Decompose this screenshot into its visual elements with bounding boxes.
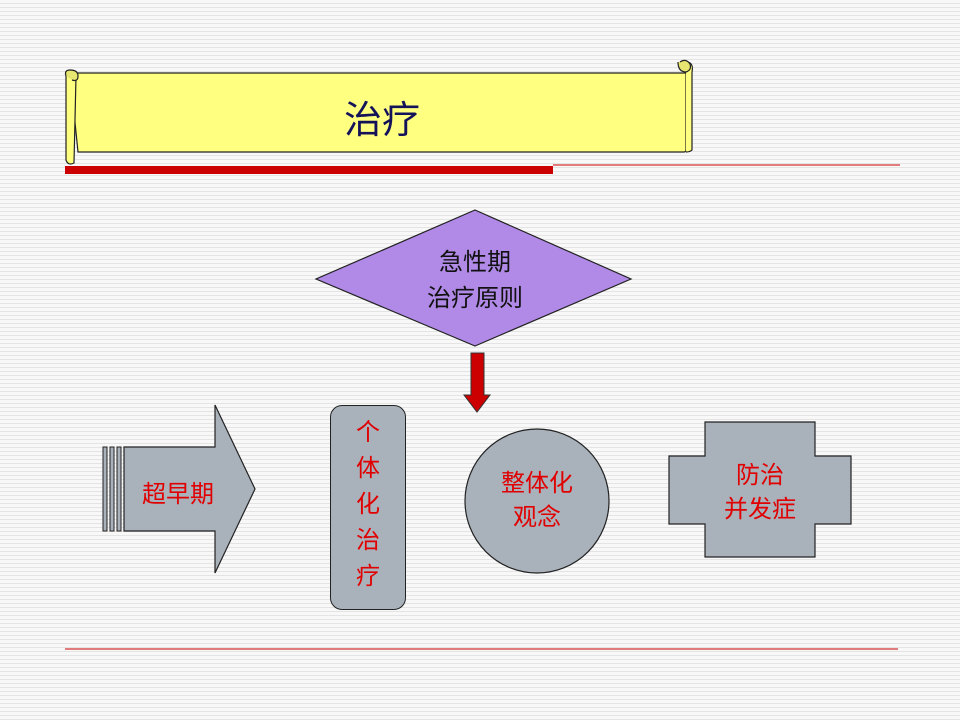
title-underline-bar [65, 166, 553, 174]
pill-label: 个 体 化 治 疗 [330, 414, 406, 594]
principle-diamond [314, 209, 633, 347]
complication-cross [668, 421, 852, 558]
diamond-label: 急性期 治疗原则 [340, 238, 610, 322]
circle-label-line1: 整体化 [501, 469, 573, 497]
diamond-label-line1: 急性期 [439, 248, 511, 276]
cross-label-line2: 并发症 [724, 495, 796, 523]
holistic-circle [464, 428, 610, 574]
cross-label: 防治 并发症 [670, 452, 850, 532]
individualized-pill [330, 405, 406, 610]
down-arrow [462, 352, 492, 413]
diamond-label-line2: 治疗原则 [427, 284, 523, 312]
circle-label-line2: 观念 [513, 503, 561, 531]
pill-char: 个 [356, 418, 380, 446]
pill-char: 治 [356, 526, 380, 554]
page-title: 治疗 [343, 97, 420, 142]
arrow-label: 超早期 [142, 479, 214, 508]
early-stage-arrow [102, 404, 256, 574]
title-scroll-banner [64, 59, 693, 165]
circle-label: 整体化 观念 [466, 460, 608, 540]
pill-char: 体 [356, 454, 380, 482]
pill-char: 化 [356, 490, 380, 518]
pill-char: 疗 [356, 562, 380, 590]
cross-label-line1: 防治 [736, 461, 784, 489]
